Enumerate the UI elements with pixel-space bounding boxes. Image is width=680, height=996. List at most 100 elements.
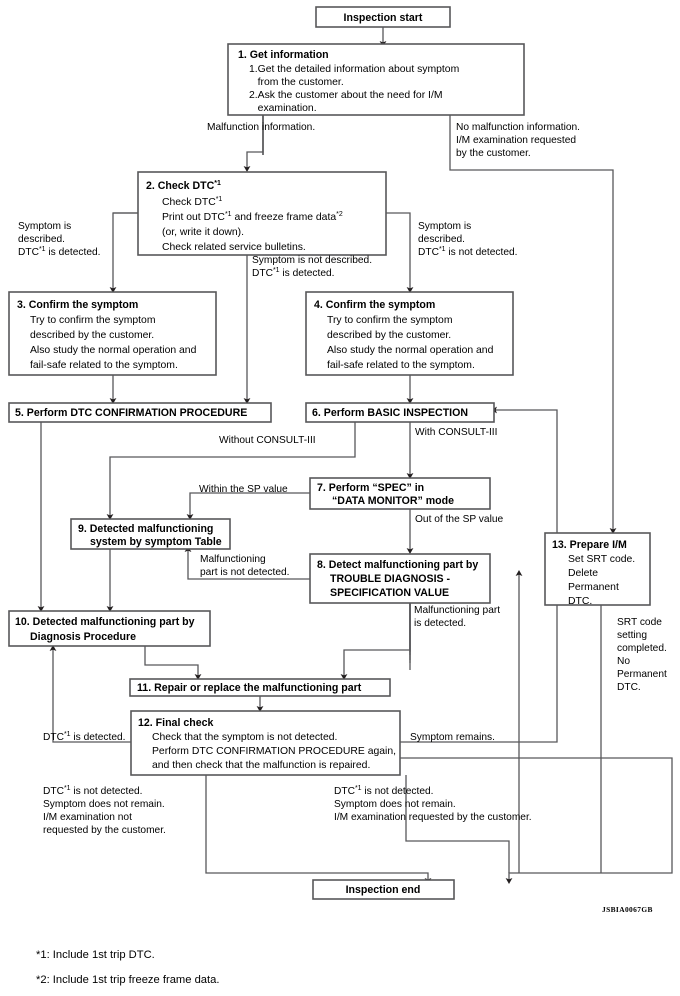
box2-line-3: Check related service bulletins. — [162, 242, 306, 253]
svg-text:Symptom is: Symptom is — [18, 221, 71, 232]
step-box-8: 8. Detect malfunctioning part by TROUBLE… — [309, 553, 491, 604]
reference-code: JSBIA0067GB — [602, 905, 653, 914]
svg-text:Malfunctioning part: Malfunctioning part — [414, 605, 500, 616]
box1-line-1: from the customer. — [249, 77, 344, 88]
box8-line-0: 8. Detect malfunctioning part by — [317, 559, 478, 571]
box1-line-0: 1.Get the detailed information about sym… — [249, 64, 459, 75]
edge-label-symptom-described-dtc-not-detected: Symptom is described. DTC*1 is not detec… — [418, 221, 518, 258]
box7-line-0: 7. Perform “SPEC” in — [317, 482, 424, 494]
box11-title: 11. Repair or replace the malfunctioning… — [137, 682, 362, 694]
svg-text:requested by the customer.: requested by the customer. — [43, 825, 166, 836]
svg-text:DTC.: DTC. — [617, 682, 641, 693]
edge-label-with-consult: With CONSULT-III — [415, 427, 497, 438]
box10-line-1: Diagnosis Procedure — [30, 631, 136, 643]
svg-text:completed.: completed. — [617, 643, 667, 654]
step-box-1: 1. Get information 1.Get the detailed in… — [227, 43, 525, 116]
edge-label-dtc-detected-left: DTC*1 is detected. — [43, 731, 126, 743]
box1-line-2: 2.Ask the customer about the need for I/… — [249, 90, 443, 101]
step-box-11: 11. Repair or replace the malfunctioning… — [129, 678, 391, 697]
svg-text:DTC*1 is not detected.: DTC*1 is not detected. — [418, 246, 518, 258]
inspection-end-label: Inspection end — [346, 884, 421, 896]
box2-title: 2. Check DTC*1 — [146, 180, 221, 192]
edge-label-symptom-not-described: Symptom is not described. DTC*1 is detec… — [252, 255, 372, 279]
edge-label-final-left: DTC*1 is not detected. Symptom does not … — [43, 785, 166, 836]
svg-text:DTC*1 is not detected.: DTC*1 is not detected. — [334, 785, 434, 797]
box2-line-2: (or, write it down). — [162, 227, 244, 238]
box3-line-2: Also study the normal operation and — [30, 345, 197, 356]
box2-line-0: Check DTC*1 — [162, 196, 222, 208]
edge-label-srt-completed: SRT code setting completed. No Permanent… — [617, 617, 667, 693]
footnote-2: *2: Include 1st trip freeze frame data. — [36, 974, 219, 986]
box4-line-1: described by the customer. — [327, 330, 451, 341]
svg-text:DTC*1 is detected.: DTC*1 is detected. — [18, 246, 101, 258]
connector-lines — [37, 27, 673, 885]
box3-title: 3. Confirm the symptom — [17, 299, 138, 311]
svg-text:part is not detected.: part is not detected. — [200, 567, 289, 578]
svg-text:Symptom is not described.: Symptom is not described. — [252, 255, 372, 266]
edge-label-part-detected: Malfunctioning part is detected. — [414, 605, 500, 629]
svg-text:I/M examination requested by t: I/M examination requested by the custome… — [334, 812, 532, 823]
box13-line-3: DTC. — [568, 596, 592, 607]
terminal-inspection-end: Inspection end — [312, 879, 455, 900]
box4-title: 4. Confirm the symptom — [314, 299, 435, 311]
step-box-5: 5. Perform DTC CONFIRMATION PROCEDURE — [8, 402, 272, 423]
step-box-9: 9. Detected malfunctioning system by sym… — [70, 518, 231, 550]
box4-line-2: Also study the normal operation and — [327, 345, 494, 356]
box12-line-0: Check that the symptom is not detected. — [152, 732, 337, 743]
svg-text:Symptom does not remain.: Symptom does not remain. — [334, 799, 456, 810]
svg-text:DTC*1 is detected.: DTC*1 is detected. — [252, 267, 335, 279]
step-box-13: 13. Prepare I/M Set SRT code. Delete Per… — [544, 532, 651, 607]
box2-line-1: Print out DTC*1 and freeze frame data*2 — [162, 211, 343, 223]
box12-title: 12. Final check — [138, 717, 213, 729]
step-box-4: 4. Confirm the symptom Try to confirm th… — [305, 291, 514, 376]
edge-label-part-not-detected: Malfunctioning part is not detected. — [200, 554, 289, 578]
svg-text:setting: setting — [617, 630, 647, 641]
step-box-2: 2. Check DTC*1 Check DTC*1 Print out DTC… — [137, 171, 387, 256]
terminal-inspection-start: Inspection start — [315, 6, 451, 28]
edge-label-final-right: DTC*1 is not detected. Symptom does not … — [334, 785, 532, 823]
box3-line-0: Try to confirm the symptom — [30, 315, 155, 326]
edge-label-malfunction-information: Malfunction information. — [207, 122, 315, 133]
edge-label-within-sp-value: Within the SP value — [199, 484, 288, 495]
svg-text:Permanent: Permanent — [617, 669, 667, 680]
svg-text:DTC*1 is not detected.: DTC*1 is not detected. — [43, 785, 143, 797]
svg-text:SRT code: SRT code — [617, 617, 662, 628]
svg-text:No: No — [617, 656, 630, 667]
box3-line-3: fail-safe related to the symptom. — [30, 360, 178, 371]
box8-line-2: SPECIFICATION VALUE — [330, 587, 449, 599]
edge-label-symptom-remains: Symptom remains. — [410, 732, 495, 743]
svg-text:I/M examination requested: I/M examination requested — [456, 135, 576, 146]
box4-line-3: fail-safe related to the symptom. — [327, 360, 475, 371]
svg-text:I/M examination not: I/M examination not — [43, 812, 132, 823]
svg-text:described.: described. — [418, 234, 465, 245]
edge-label-without-consult: Without CONSULT-III — [219, 435, 316, 446]
svg-text:Symptom does not remain.: Symptom does not remain. — [43, 799, 165, 810]
step-box-6: 6. Perform BASIC INSPECTION — [305, 402, 495, 423]
edge-label-symptom-described-dtc-detected: Symptom is described. DTC*1 is detected. — [18, 221, 101, 258]
box13-line-2: Permanent — [568, 582, 619, 593]
box1-line-3: examination. — [249, 103, 317, 114]
edge-label-out-of-sp-value: Out of the SP value — [415, 514, 503, 525]
svg-text:Malfunctioning: Malfunctioning — [200, 554, 266, 565]
svg-text:No malfunction information.: No malfunction information. — [456, 122, 580, 133]
box4-line-0: Try to confirm the symptom — [327, 315, 452, 326]
box9-line-1: system by symptom Table — [90, 536, 222, 548]
footnote-1: *1: Include 1st trip DTC. — [36, 949, 155, 961]
step-box-3: 3. Confirm the symptom Try to confirm th… — [8, 291, 217, 376]
svg-text:is detected.: is detected. — [414, 618, 466, 629]
inspection-start-label: Inspection start — [344, 12, 423, 24]
box3-line-1: described by the customer. — [30, 330, 154, 341]
box13-line-1: Delete — [568, 568, 598, 579]
box13-line-0: Set SRT code. — [568, 554, 635, 565]
box10-line-0: 10. Detected malfunctioning part by — [15, 616, 195, 628]
step-box-7: 7. Perform “SPEC” in “DATA MONITOR” mode — [309, 477, 491, 510]
svg-text:Symptom is: Symptom is — [418, 221, 471, 232]
box8-line-1: TROUBLE DIAGNOSIS - — [330, 573, 451, 585]
step-box-10: 10. Detected malfunctioning part by Diag… — [8, 610, 211, 647]
box6-title: 6. Perform BASIC INSPECTION — [312, 407, 468, 419]
box12-line-2: and then check that the malfunction is r… — [152, 760, 370, 771]
box7-line-1: “DATA MONITOR” mode — [332, 495, 454, 507]
box9-line-0: 9. Detected malfunctioning — [78, 523, 213, 535]
box12-line-1: Perform DTC CONFIRMATION PROCEDURE again… — [152, 746, 396, 757]
